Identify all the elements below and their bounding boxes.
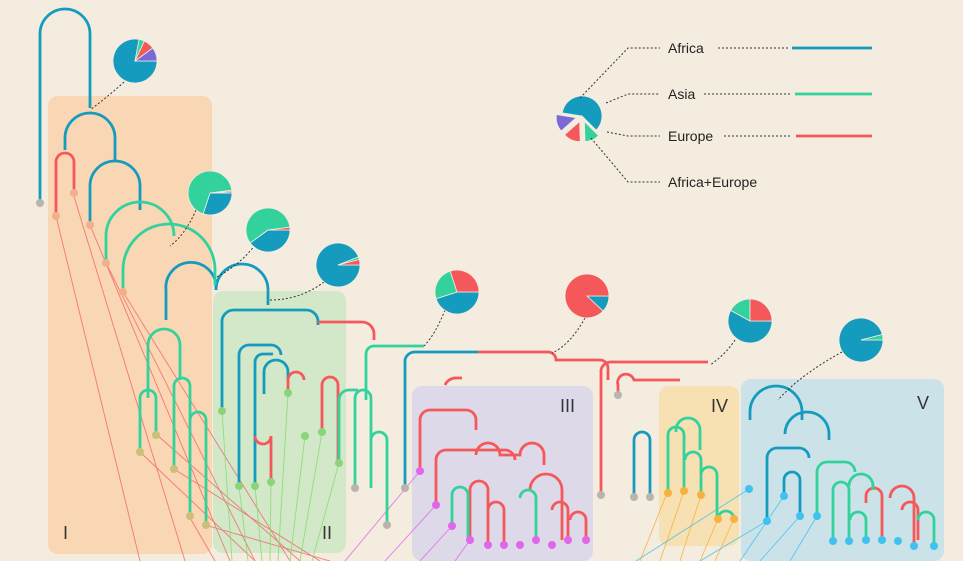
- region-pies: [112, 38, 884, 363]
- pie-wedge-europe: [564, 273, 610, 319]
- pie-node-3: [245, 207, 291, 253]
- pie-wedge-africa: [249, 229, 291, 253]
- legend-wedge-europe: [564, 120, 581, 142]
- clade-label-iii: III: [560, 396, 575, 416]
- pie-wedge-asia: [434, 270, 458, 300]
- pie-wedge-europe: [749, 298, 773, 322]
- pie-wedge-africa: [202, 192, 233, 216]
- pie-node-7: [727, 298, 773, 344]
- pie-wedge-asia: [860, 334, 884, 341]
- pie-wedge-asia: [187, 170, 233, 215]
- pie-wedge-africa: [727, 309, 773, 344]
- clade-box-v: [741, 379, 944, 561]
- pie-wedge-africa: [435, 291, 480, 315]
- clade-box-iii: [412, 386, 593, 561]
- legend-label-europe: Europe: [668, 128, 713, 144]
- pie-wedge-europe: [449, 269, 480, 293]
- pie-wedge-europe: [267, 226, 291, 231]
- legend-wedge-mixed: [555, 114, 578, 132]
- legend-label-asia: Asia: [668, 86, 695, 102]
- legend-wedge-asia: [583, 120, 600, 142]
- pie-node-1: [112, 38, 158, 84]
- clade-label-v: V: [917, 393, 929, 413]
- clade-labels: I II III IV V: [63, 393, 929, 543]
- legend: Africa Asia Europe Africa+Europe: [555, 40, 872, 190]
- pie-node-2: [187, 170, 233, 216]
- tip-markers: [36, 189, 938, 550]
- pie-wedge-europe: [337, 259, 361, 266]
- pie-node-5: [434, 269, 480, 315]
- legend-label-africa-europe: Africa+Europe: [668, 174, 757, 190]
- legend-pie: [555, 95, 603, 142]
- legend-wedge-africa: [561, 95, 603, 131]
- pie-node-6: [564, 273, 610, 319]
- clade-boxes: [48, 96, 944, 561]
- pie-node-4: [315, 242, 361, 288]
- clade-label-iv: IV: [711, 396, 728, 416]
- pie-wedge-mixed: [133, 47, 158, 62]
- clade-label-i: I: [63, 523, 68, 543]
- pie-wedge-mixed: [209, 191, 233, 194]
- legend-label-africa: Africa: [668, 40, 704, 56]
- pie-node-8: [838, 317, 884, 363]
- clade-box-ii: [213, 291, 346, 553]
- clade-label-ii: II: [322, 523, 332, 543]
- pie-wedge-asia: [245, 207, 291, 244]
- tree-branches: [38, 7, 936, 545]
- pie-leaders: [89, 81, 843, 401]
